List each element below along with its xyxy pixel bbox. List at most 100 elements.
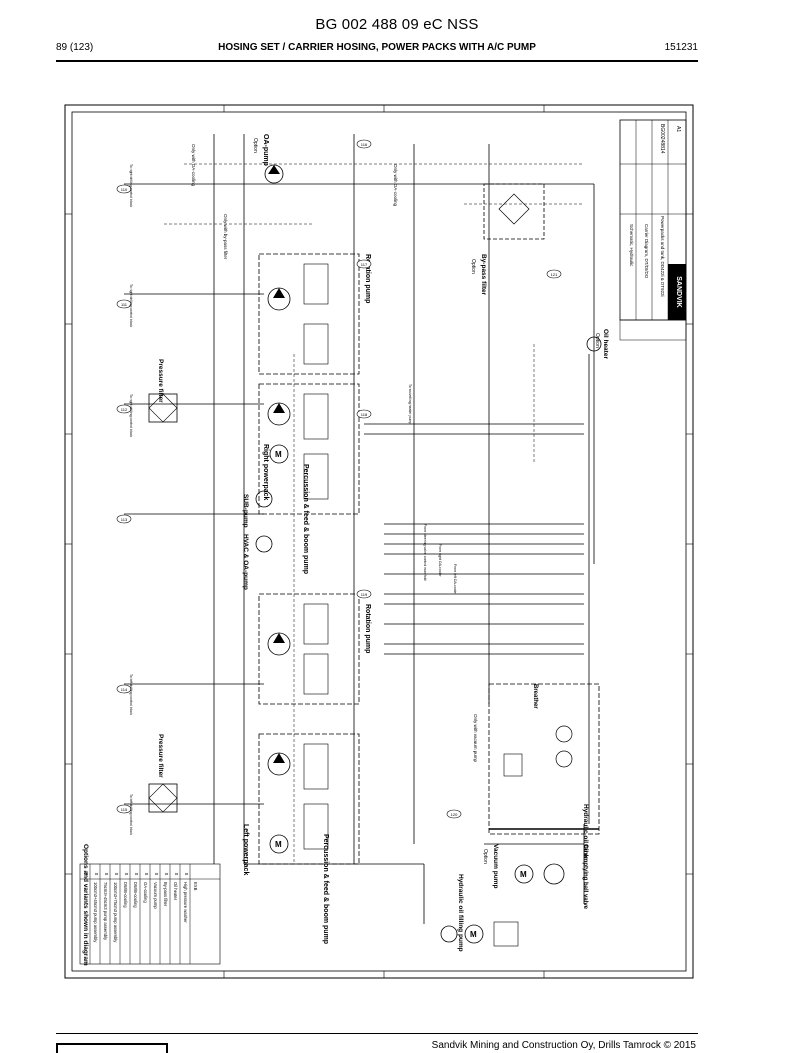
svg-text:From left OA-cooler: From left OA-cooler bbox=[453, 564, 457, 595]
schematic-drawing: SANDVIK Schematic, Hydraulic Carrier Dia… bbox=[64, 104, 694, 979]
legend-item: By-pass filter bbox=[163, 882, 168, 907]
svg-text:x: x bbox=[83, 873, 89, 876]
footer-rule bbox=[56, 1033, 698, 1034]
pressure-filter-left: Pressure filter bbox=[148, 734, 178, 813]
legend-item: Vacuum pump bbox=[153, 882, 158, 909]
bypass-filter-label: By-pass filter bbox=[480, 254, 487, 296]
line-marker-labels: 110 111 112 113 114 115 116 117 118 119 … bbox=[121, 142, 558, 817]
line-markers bbox=[116, 139, 562, 819]
legend-item: 100cm3+45cm3 pump assembly bbox=[93, 882, 98, 943]
svg-text:M: M bbox=[275, 840, 282, 849]
svg-text:x: x bbox=[163, 873, 169, 876]
drawing-inner-border bbox=[71, 111, 687, 972]
legend-item: EXB bbox=[193, 882, 198, 891]
oil-filling-pump-label: Hydraulic oil filling pump bbox=[457, 874, 464, 952]
pressure-filter-right: Pressure filter bbox=[148, 359, 178, 423]
hydraulic-tank-label: Hydraulic oil tank bbox=[582, 804, 589, 859]
svg-text:x: x bbox=[113, 873, 119, 876]
rotation-pump-right-label: Rotation pump bbox=[364, 254, 371, 303]
only-oa-cooling-note-2: Only with OA-cooling bbox=[393, 164, 398, 207]
svg-text:110: 110 bbox=[121, 187, 128, 192]
footer-copyright: Sandvik Mining and Construction Oy, Dril… bbox=[431, 1040, 696, 1051]
pressure-filter-left-label: Pressure filter bbox=[157, 734, 164, 778]
sub-pump-label: SUB-pump bbox=[242, 494, 249, 528]
hydraulic-tank-group: Hydraulic oil tank Breather Only with va… bbox=[473, 683, 600, 859]
svg-text:x: x bbox=[173, 873, 179, 876]
svg-text:x: x bbox=[143, 873, 149, 876]
svg-text:x: x bbox=[123, 873, 129, 876]
oa-pump-option: Option bbox=[252, 138, 258, 153]
svg-text:115: 115 bbox=[121, 807, 128, 812]
drawing-number: BG00248814 bbox=[659, 124, 665, 154]
svg-text:x: x bbox=[183, 873, 189, 876]
left-powerpack-label: Left powerpack bbox=[242, 824, 249, 875]
legend-item: DW/B-cooling bbox=[133, 882, 138, 908]
svg-text:114: 114 bbox=[121, 687, 128, 692]
page-header: 89 (123) HOSING SET / CARRIER HOSING, PO… bbox=[56, 42, 698, 56]
legend-item: 75cm3+45cm3 pump assembly bbox=[103, 882, 108, 941]
legend-title: Options and variants shown in diagram bbox=[82, 844, 89, 966]
svg-text:x: x bbox=[133, 873, 139, 876]
options-legend: Options and variants shown in diagram 10… bbox=[79, 844, 221, 966]
svg-text:M: M bbox=[520, 870, 527, 879]
header-rule bbox=[56, 60, 698, 62]
title-block-notes bbox=[619, 319, 687, 341]
hvac-pump-label: HVAC & OA-pump bbox=[242, 534, 249, 590]
percussion-pump-left-label: Percussion & feed & boom pump bbox=[322, 834, 329, 944]
svg-text:From right OA-cooler: From right OA-cooler bbox=[438, 544, 442, 578]
svg-text:120: 120 bbox=[451, 812, 458, 817]
only-vacuum-note: Only with vacuum pump bbox=[473, 714, 478, 763]
svg-text:119: 119 bbox=[361, 592, 368, 597]
title-block: SANDVIK Schematic, Hydraulic Carrier Dia… bbox=[619, 119, 687, 321]
legend-item: 100cm3+75cm3 pump assembly bbox=[113, 882, 118, 943]
bypass-filter-option: Option bbox=[470, 259, 476, 274]
breather-label: Breather bbox=[532, 684, 538, 709]
oa-pump-group: OA-pump Option Only with by-pass filter bbox=[223, 134, 284, 260]
svg-text:To right drilling control bloc: To right drilling control block bbox=[129, 284, 133, 327]
svg-text:x: x bbox=[103, 873, 109, 876]
drawing-type: Schematic, Hydraulic bbox=[629, 224, 634, 267]
page-number: 89 (123) bbox=[56, 42, 94, 53]
document-code: 151231 bbox=[664, 42, 698, 53]
rotation-pump-left-label: Rotation pump bbox=[364, 604, 371, 653]
pressure-filter-right-label: Pressure filter bbox=[157, 359, 164, 403]
legend-item: OA-cooling bbox=[143, 882, 148, 903]
drawing-product: Carrier Diagram, DT/DI/DO bbox=[644, 224, 649, 279]
grid-ticks bbox=[65, 105, 693, 978]
svg-text:M: M bbox=[470, 930, 477, 939]
right-powerpack-label: Right powerpack bbox=[262, 444, 269, 501]
oil-heater-group: Oil heater Option bbox=[586, 329, 609, 359]
port-labels: To right drilling control block To right… bbox=[129, 164, 457, 835]
legend-item: DW/B-cooling bbox=[123, 882, 128, 908]
svg-text:x: x bbox=[93, 873, 99, 876]
drawing-description: Powerpacks and tank, DD422i & DT922i bbox=[660, 216, 665, 297]
left-rotation-pump-group: Rotation pump bbox=[258, 593, 371, 705]
only-oa-cooling-note: Only with OA-cooling bbox=[191, 144, 196, 187]
svg-text:111: 111 bbox=[121, 302, 128, 307]
svg-text:To swivelling heater pump: To swivelling heater pump bbox=[408, 384, 412, 424]
oil-emptying-valve-label: Oil emptying ball valve bbox=[582, 844, 588, 910]
vacuum-pump-option: Option bbox=[482, 849, 488, 864]
hydraulic-schematic: SANDVIK Schematic, Hydraulic Carrier Dia… bbox=[64, 104, 694, 979]
only-bypass-note: Only with by-pass filter bbox=[223, 214, 228, 260]
right-percussion-pump-group: M Right powerpack Percussion & feed & bo… bbox=[258, 383, 360, 574]
legend-item: High pressure washer bbox=[183, 882, 188, 923]
left-percussion-pump-group: M Left powerpack Percussion & feed & boo… bbox=[242, 733, 360, 944]
svg-text:113: 113 bbox=[121, 517, 128, 522]
legend-item: Oil heater bbox=[173, 882, 178, 901]
svg-text:M: M bbox=[275, 450, 282, 459]
svg-text:x: x bbox=[153, 873, 159, 876]
svg-text:116: 116 bbox=[361, 142, 368, 147]
section-title: HOSING SET / CARRIER HOSING, POWER PACKS… bbox=[218, 42, 536, 53]
oil-filling-pump-group: M Hydraulic oil filling pump bbox=[440, 874, 519, 952]
svg-text:112: 112 bbox=[121, 407, 128, 412]
svg-text:117: 117 bbox=[361, 262, 368, 267]
oil-heater-label: Oil heater bbox=[602, 329, 609, 359]
svg-text:121: 121 bbox=[551, 272, 558, 277]
bypass-filter-group: By-pass filter Option bbox=[470, 183, 545, 296]
hvac-pump-group: HVAC & OA-pump SUB-pump bbox=[242, 490, 273, 590]
right-rotation-pump-group: Rotation pump bbox=[258, 253, 371, 375]
drawing-revision: A1 bbox=[675, 126, 681, 132]
svg-text:To left drilling control block: To left drilling control block bbox=[129, 794, 133, 835]
oil-heater-option: Option bbox=[594, 333, 600, 348]
